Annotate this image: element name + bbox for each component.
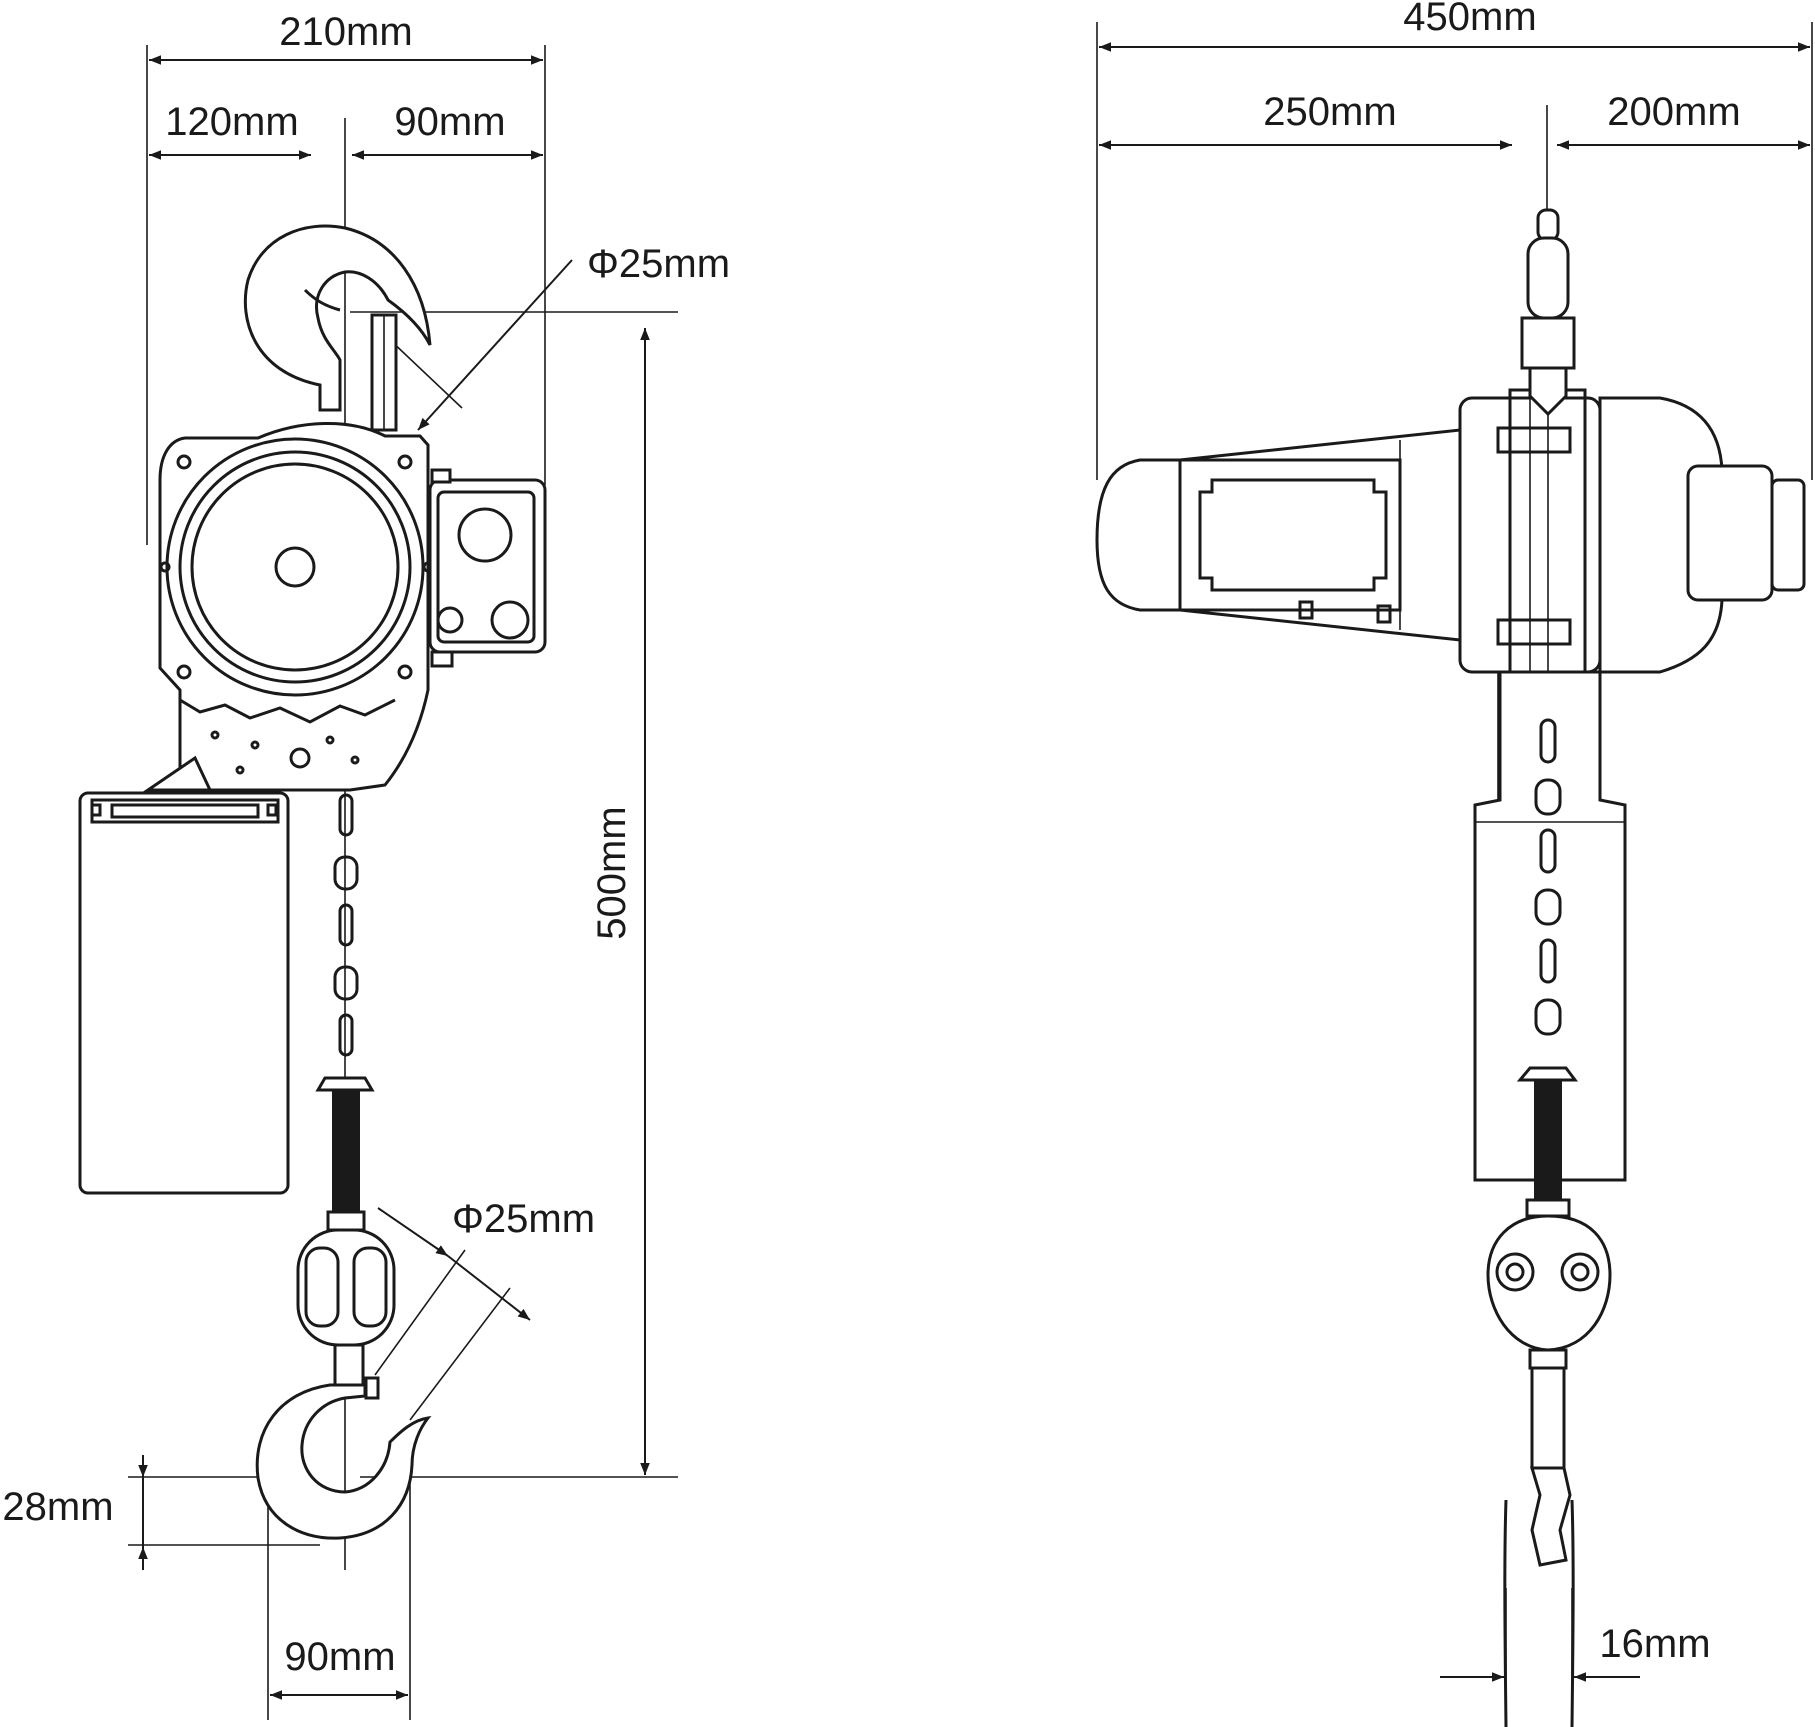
hoist-body (158, 422, 434, 792)
side-gearbox (1598, 396, 1806, 674)
chain-spring (315, 1076, 375, 1232)
side-chain-guide (1473, 670, 1627, 1182)
side-top-hook (1520, 208, 1576, 417)
side-hook-block (1486, 1214, 1612, 1370)
front-dimension-lines (138, 55, 650, 1700)
bottom-hook-diameter-label: Φ25mm (452, 1197, 595, 1241)
top-hook (243, 224, 432, 412)
control-box (78, 755, 290, 1195)
hook-width-label: 90mm (284, 1635, 395, 1679)
hook-depth-label: 28mm (2, 1485, 113, 1529)
side-total-length-label: 450mm (1403, 0, 1536, 39)
top-hook-diameter-label: Φ25mm (587, 242, 730, 286)
side-view: 450mm 250mm 200mm 16mm (1095, 0, 1813, 1727)
front-left-width-label: 120mm (165, 100, 298, 144)
side-load-chain (1534, 718, 1562, 1036)
chain-offset-label: 16mm (1599, 1622, 1710, 1666)
side-motor (1095, 428, 1462, 642)
bottom-hook-block (296, 1228, 396, 1387)
side-extension-lines (1096, 22, 1813, 1700)
front-right-width-label: 90mm (394, 100, 505, 144)
side-bottom-hook (1503, 1366, 1575, 1727)
side-chain-spring (1516, 1066, 1578, 1218)
front-height-label: 500mm (590, 806, 634, 939)
hook-shank (370, 313, 398, 432)
gear-housing (428, 468, 547, 668)
side-central-housing (1458, 388, 1602, 682)
front-view: 210mm 120mm 90mm Φ25mm Φ25mm 500mm 28mm … (2, 10, 730, 1720)
front-total-width-label: 210mm (279, 10, 412, 54)
side-right-length-label: 200mm (1607, 90, 1740, 134)
side-dimension-lines (1099, 42, 1810, 1682)
bottom-hook (255, 1376, 432, 1540)
load-chain (333, 793, 359, 1057)
side-left-length-label: 250mm (1263, 90, 1396, 134)
